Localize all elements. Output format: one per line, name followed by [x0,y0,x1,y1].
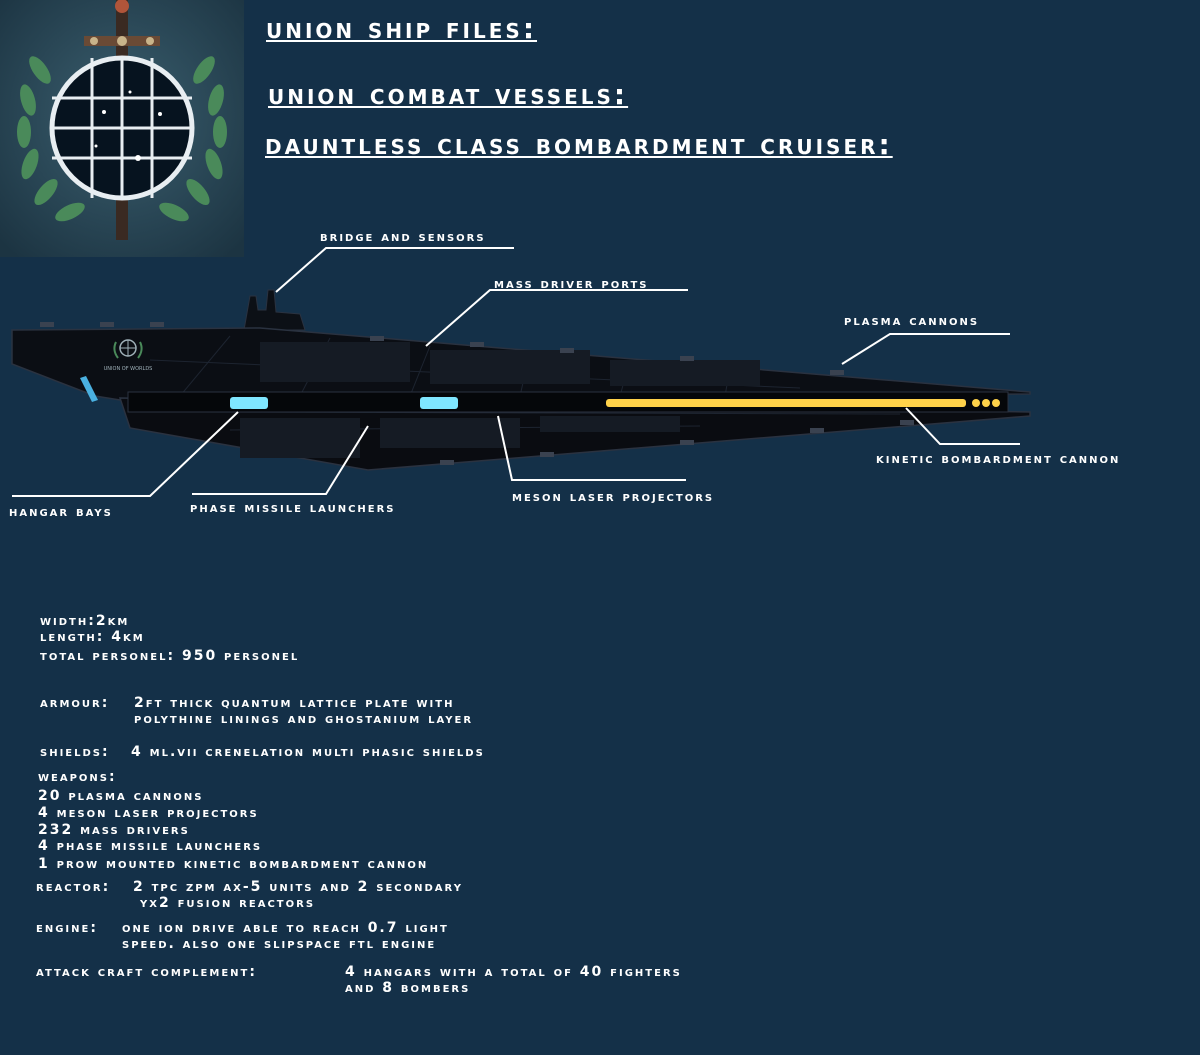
union-emblem-graphic [0,0,244,257]
hangar-light-2 [420,397,458,409]
spec-engine-line1: One Ion Drive able to reach 0.7 light [122,920,449,936]
spec-craft-line2: and 8 Bombers [345,980,471,996]
spec-reactor-line1: 2 TPC ZPM AX-5 Units and 2 Secondary [133,879,463,895]
callout-plasma: Plasma Cannons [844,313,980,329]
spec-personnel: Total Personel: 950 Personel [40,648,300,664]
spec-weapons-label: Weapons: [38,769,117,785]
ship-hull [11,289,1031,471]
spec-shields-label: Shields: [40,744,110,760]
spec-engine-line2: speed. Also one Slipspace FTL Engine [122,936,437,952]
callout-lines [12,247,1020,497]
spec-craft-label: Attack Craft Complement: [36,964,257,980]
callout-phase: Phase Missile Launchers [190,500,396,516]
category-title: Union Combat Vessels: [268,78,629,111]
spec-width: Width:2km [40,613,130,629]
hull-text: UNION OF WORLDS [104,366,153,372]
callout-bridge: Bridge and Sensors [320,229,486,245]
callout-mass-driver: Mass Driver Ports [494,276,649,292]
callout-hangar: Hangar Bays [9,504,113,520]
spec-reactor-label: Reactor: [36,879,111,895]
weapon-item: 232 Mass Drivers [38,822,190,838]
class-title: Dauntless Class Bombardment Cruiser: [265,128,893,161]
spec-armour-label: Armour: [40,695,110,711]
weapon-item: 4 Meson Laser Projectors [38,805,259,821]
spec-shields-value: 4 Ml.VII Crenelation Multi Phasic Shield… [131,744,485,760]
spec-armour-line1: 2ft thick Quantum Lattice Plate with [134,695,455,711]
union-emblem [0,0,244,257]
page-title: Union Ship Files: [266,12,538,45]
hull-emblem-icon [113,339,143,359]
callout-meson: Meson Laser Projectors [512,489,715,505]
spec-reactor-line2: YX2 Fusion Reactors [140,895,316,911]
spec-armour-line2: Polythine Linings and Ghostanium Layer [134,711,474,727]
globe-icon [49,55,195,201]
weapon-item: 20 Plasma Cannons [38,788,204,804]
weapon-item: 4 Phase Missile Launchers [38,838,263,854]
spec-craft-line1: 4 Hangars with a total of 40 fighters [345,964,682,980]
spec-length: Length: 4km [40,629,145,645]
laurel-icon [17,56,227,222]
callout-kinetic: Kinetic Bombardment Cannon [876,451,1121,467]
weapon-item: 1 Prow mounted Kinetic Bombardment Canno… [38,856,429,872]
hangar-light-1 [230,397,268,409]
ship-diagram: UNION OF WORLDS [11,247,1031,497]
kinetic-cannon-glow [606,399,1000,407]
spec-engine-label: Engine: [36,920,98,936]
